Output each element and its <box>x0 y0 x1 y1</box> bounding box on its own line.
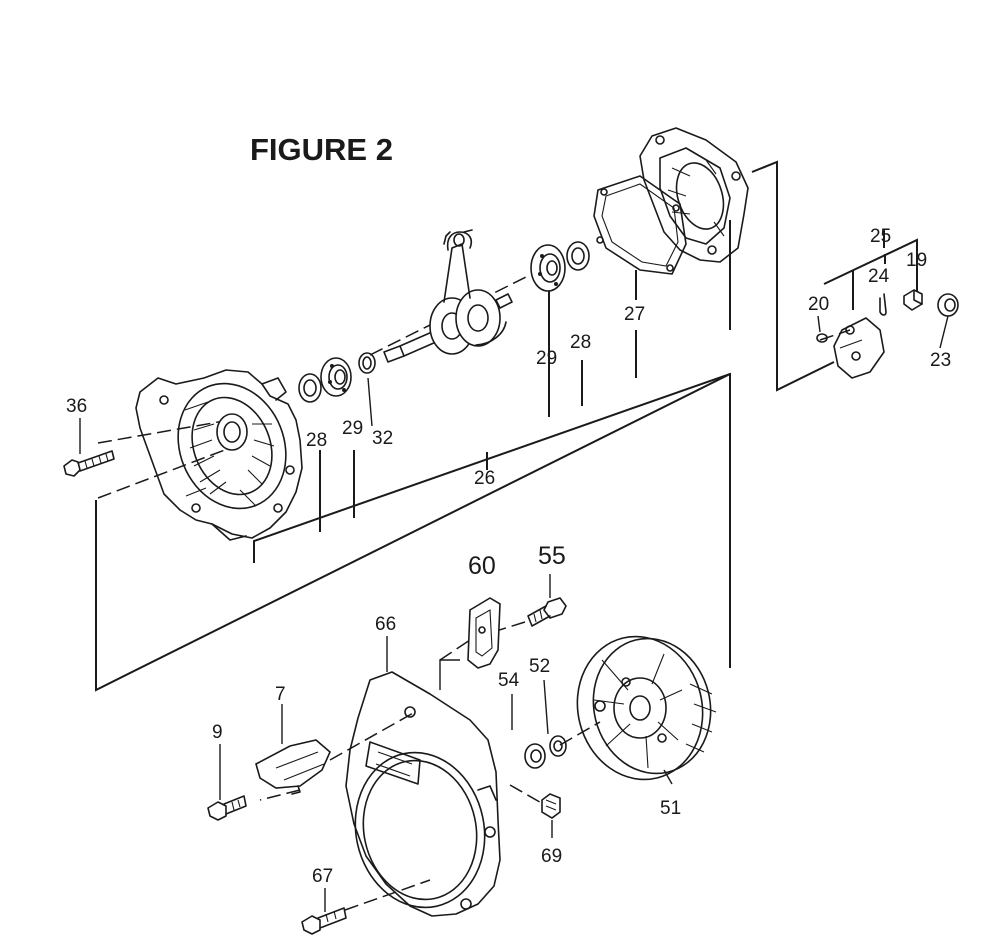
assembly-brackets <box>95 160 918 692</box>
axis-bolt-36 <box>97 419 231 444</box>
callout-60: 60 <box>468 552 496 580</box>
part-7-deflector <box>255 739 331 795</box>
part-clutch-shoe <box>833 317 885 379</box>
axis-flywheel <box>559 721 601 746</box>
axis-bolt-67 <box>344 879 431 911</box>
axis-cover-60 <box>439 639 471 661</box>
callout-labels: 36 28 29 32 26 29 28 27 25 24 19 20 23 6… <box>66 226 951 887</box>
part-36-bolt <box>63 450 115 477</box>
part-51-flywheel <box>576 635 717 781</box>
part-69-fitting <box>541 793 561 819</box>
crankcase-left-half <box>135 369 303 541</box>
part-9-bolt <box>207 795 247 821</box>
callout-69: 69 <box>541 846 562 867</box>
bracket-26-outline <box>253 372 731 668</box>
part-66-fan-housing <box>345 671 501 917</box>
axis-part-69 <box>509 784 546 806</box>
callout-32: 32 <box>372 428 393 449</box>
callout-66: 66 <box>375 614 396 635</box>
axis-part-7 <box>329 711 416 761</box>
axis-lower-case <box>97 447 231 499</box>
callout-19: 19 <box>906 250 927 271</box>
callout-26: 26 <box>474 468 495 489</box>
part-29-bearing-right <box>530 244 566 292</box>
callout-52: 52 <box>529 656 550 677</box>
part-55-screw <box>527 597 567 627</box>
part-19-clip <box>903 289 923 311</box>
callout-20: 20 <box>808 294 829 315</box>
bracket-25 <box>823 238 918 292</box>
part-20-pin <box>816 333 828 343</box>
part-32-washer <box>358 352 376 374</box>
callout-55: 55 <box>538 542 566 570</box>
part-23-nut <box>937 293 959 317</box>
part-67-bolt <box>301 907 347 935</box>
part-24-spring <box>879 293 887 316</box>
part-52-washer <box>549 735 567 757</box>
callout-27: 27 <box>624 304 645 325</box>
callout-36: 36 <box>66 396 87 417</box>
crankcase-right-half <box>639 127 749 263</box>
callout-7: 7 <box>275 684 286 705</box>
callout-25: 25 <box>870 226 891 247</box>
callout-67: 67 <box>312 866 333 887</box>
callout-54: 54 <box>498 670 520 691</box>
part-28-seal-left <box>298 373 322 403</box>
callout-9: 9 <box>212 722 223 743</box>
part-28-seal-right <box>566 241 590 271</box>
part-60-plate <box>467 597 501 669</box>
bracket-26-left <box>95 373 731 692</box>
crankshaft-assembly <box>383 229 513 363</box>
callout-23: 23 <box>930 350 951 371</box>
callout-28-left: 28 <box>306 430 327 451</box>
assembly-axes <box>97 274 851 911</box>
axis-screw-55 <box>479 621 526 637</box>
callout-28-right: 28 <box>570 332 591 353</box>
callout-29-right: 29 <box>536 348 557 369</box>
part-27-gasket <box>593 175 687 275</box>
axis-clutch <box>819 329 851 341</box>
part-29-bearing-left <box>320 357 352 397</box>
callout-24: 24 <box>868 266 890 287</box>
bracket-crankcase-right <box>751 160 835 392</box>
figure-title: FIGURE 2 <box>250 132 393 167</box>
callout-29-left: 29 <box>342 418 363 439</box>
callout-leaders <box>79 315 949 912</box>
callout-51: 51 <box>660 798 681 819</box>
part-54-nut <box>524 743 546 769</box>
axis-bolt-9 <box>259 789 301 801</box>
